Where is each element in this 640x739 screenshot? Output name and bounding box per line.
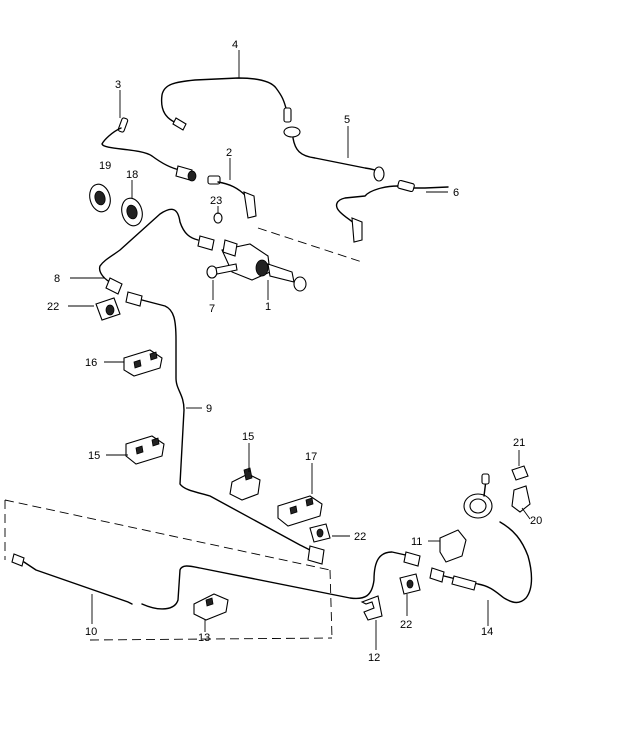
brake-line-9 <box>125 291 325 565</box>
wheel-cylinder-20 <box>463 473 531 519</box>
connector-22-right <box>399 573 421 595</box>
leader-lines <box>68 50 531 650</box>
label-9: 9 <box>206 403 212 415</box>
brake-line-6 <box>335 179 449 243</box>
label-21: 21 <box>513 437 525 449</box>
brake-line-4 <box>160 77 292 131</box>
label-5: 5 <box>344 114 350 126</box>
label-7: 7 <box>209 303 215 315</box>
label-15-middle: 15 <box>242 431 254 443</box>
label-22-left: 22 <box>47 301 59 313</box>
clip-12 <box>360 595 383 621</box>
label-17: 17 <box>305 451 317 463</box>
label-1: 1 <box>265 301 271 313</box>
part-labels: 4 3 5 2 19 18 6 23 8 22 7 1 16 9 15 15 2… <box>47 39 542 664</box>
bracket-16 <box>123 349 163 377</box>
bracket-15-left <box>125 435 165 465</box>
label-20: 20 <box>530 515 542 527</box>
bracket-15-middle <box>229 467 261 501</box>
label-16: 16 <box>85 357 97 369</box>
dashed-boundaries <box>4 227 363 641</box>
label-3: 3 <box>115 79 121 91</box>
brake-line-8 <box>98 208 215 295</box>
bleeder-cap-21 <box>511 465 529 481</box>
bracket-13 <box>193 593 229 621</box>
label-4: 4 <box>232 39 238 51</box>
label-18: 18 <box>126 169 138 181</box>
label-2: 2 <box>226 147 232 159</box>
label-14: 14 <box>481 626 493 638</box>
washer-23 <box>213 212 223 224</box>
brake-hose-14 <box>429 521 533 604</box>
label-15-left: 15 <box>88 450 100 462</box>
label-10: 10 <box>85 626 97 638</box>
label-19: 19 <box>99 160 111 172</box>
label-23: 23 <box>210 195 222 207</box>
connector-22-middle <box>309 523 331 543</box>
brake-line-2 <box>207 175 257 219</box>
label-8: 8 <box>54 273 60 285</box>
label-22-middle: 22 <box>354 531 366 543</box>
label-13: 13 <box>198 632 210 644</box>
seal-ring-18 <box>121 197 143 227</box>
brake-line-3 <box>101 117 197 182</box>
seal-ring-19 <box>89 183 111 213</box>
label-22-right: 22 <box>400 619 412 631</box>
connector-11 <box>403 529 467 567</box>
bracket-17 <box>277 495 323 527</box>
bolt-7 <box>206 263 238 279</box>
brake-line-10 <box>11 551 411 610</box>
brake-line-5 <box>283 126 385 182</box>
label-12: 12 <box>368 652 380 664</box>
connector-22-left <box>95 297 121 321</box>
label-6: 6 <box>453 187 459 199</box>
label-11: 11 <box>411 536 422 548</box>
